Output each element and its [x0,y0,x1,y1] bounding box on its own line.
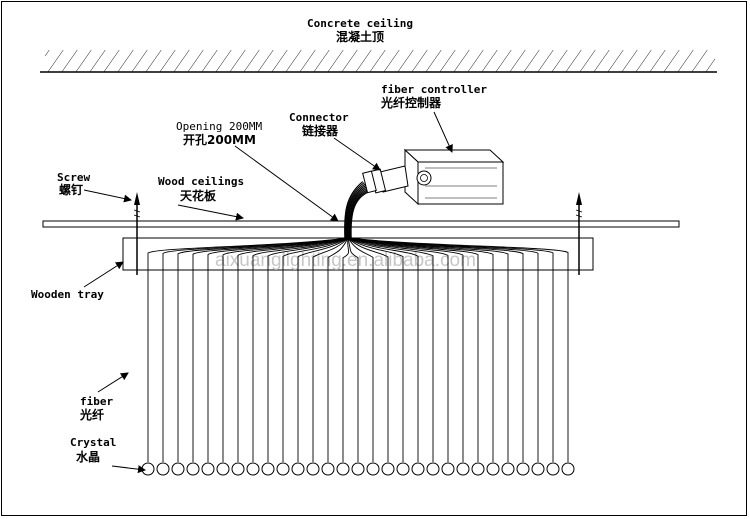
fiber-strand [312,237,349,462]
fiber-strand [222,237,349,462]
crystal-label: Crystal [70,436,116,449]
crystal [501,462,515,476]
concrete-ceiling [40,50,717,73]
fiber-bundle-strand [344,181,364,239]
fiber-controller-label: fiber controller [381,83,487,96]
fiber-strand [347,237,554,462]
crystal [351,462,365,476]
fiber-strand [347,237,419,462]
wooden-tray-label: Wooden tray [31,288,104,301]
fiber-label: fiber [80,395,113,408]
fiber-strand [207,237,349,462]
fiber-strand [347,237,434,462]
fiber-bundle-strand [347,185,369,239]
crystal-leader [111,465,146,474]
fiber-bundle-strand [348,187,371,239]
opening-leader [234,145,339,222]
fiber-strand [347,237,404,462]
crystal-label-cn: 水晶 [76,449,100,464]
crystal [321,462,335,476]
fiber-controller [403,148,505,206]
crystal [546,462,560,476]
crystal [381,462,395,476]
fiber-strand [192,237,349,462]
fiber-strand [347,237,479,462]
fiber-strand [347,237,494,462]
crystal [231,462,245,476]
fiber-strand [162,237,349,462]
crystal [156,462,170,476]
fiber-strand [347,237,524,462]
watermark: aixuanglighting.en.alibaba.com [215,250,476,271]
crystal [411,462,425,476]
fiber-strand [347,237,374,462]
crystal [396,462,410,476]
connector-label: Connector [289,111,349,124]
opening-label-cn: 开孔200MM [183,133,256,147]
fiber-strand [347,237,539,462]
fiber-strand [237,237,349,462]
crystal [531,462,545,476]
fiber-bundle-strand [346,184,367,239]
crystal [291,462,305,476]
controller-leader [433,111,453,153]
crystal [141,462,155,476]
fiber-strand [297,237,349,462]
crystal [246,462,260,476]
crystal [216,462,230,476]
wood-ceiling-leader [177,204,244,221]
connector-label-cn: 链接器 [302,123,339,138]
wood-ceiling-board [42,220,680,228]
fiber-bundle [141,181,575,476]
crystal [561,462,575,476]
right-screw [575,192,583,275]
crystal [486,462,500,476]
fiber-bundle-strand [345,183,366,239]
fiber-strand [347,237,569,462]
crystal [426,462,440,476]
left-screw [133,192,141,275]
crystal [201,462,215,476]
crystal [186,462,200,476]
concrete-ceiling-label-cn: 混凝土顶 [336,29,384,44]
fiber-strand [347,237,449,462]
crystal [471,462,485,476]
connector-leader [333,137,381,171]
crystal [306,462,320,476]
crystal [456,462,470,476]
fiber-strand [267,237,349,462]
tray-leader [83,261,124,288]
fiber-strand [347,237,509,462]
crystal [441,462,455,476]
crystal [261,462,275,476]
fiber-bundle-strand [348,186,370,239]
crystal [516,462,530,476]
crystal [171,462,185,476]
fiber-strand [342,237,350,462]
crystal [276,462,290,476]
fiber-strand [252,237,349,462]
fiber-strand [282,237,349,462]
fiber-strand [177,237,349,462]
screw-label-cn: 螺钉 [59,182,83,197]
wood-ceilings-label-cn: 天花板 [180,188,217,203]
screw-leader [83,189,132,203]
fiber-leader [97,372,129,393]
fiber-strand [327,237,349,462]
fiber-bundle-strand [344,182,365,239]
fiber-strand [347,237,389,462]
wood-ceilings-label: Wood ceilings [158,175,244,188]
screw-label: Screw [57,171,90,184]
fiber-strand [347,237,464,462]
fiber-strand [347,237,359,462]
crystal [336,462,350,476]
crystal [366,462,380,476]
connector [362,165,409,194]
fiber-label-cn: 光纤 [79,407,104,422]
concrete-ceiling-label: Concrete ceiling [307,17,413,30]
opening-label: Opening 200MM [176,120,262,133]
fiber-controller-label-cn: 光纤控制器 [380,95,442,110]
